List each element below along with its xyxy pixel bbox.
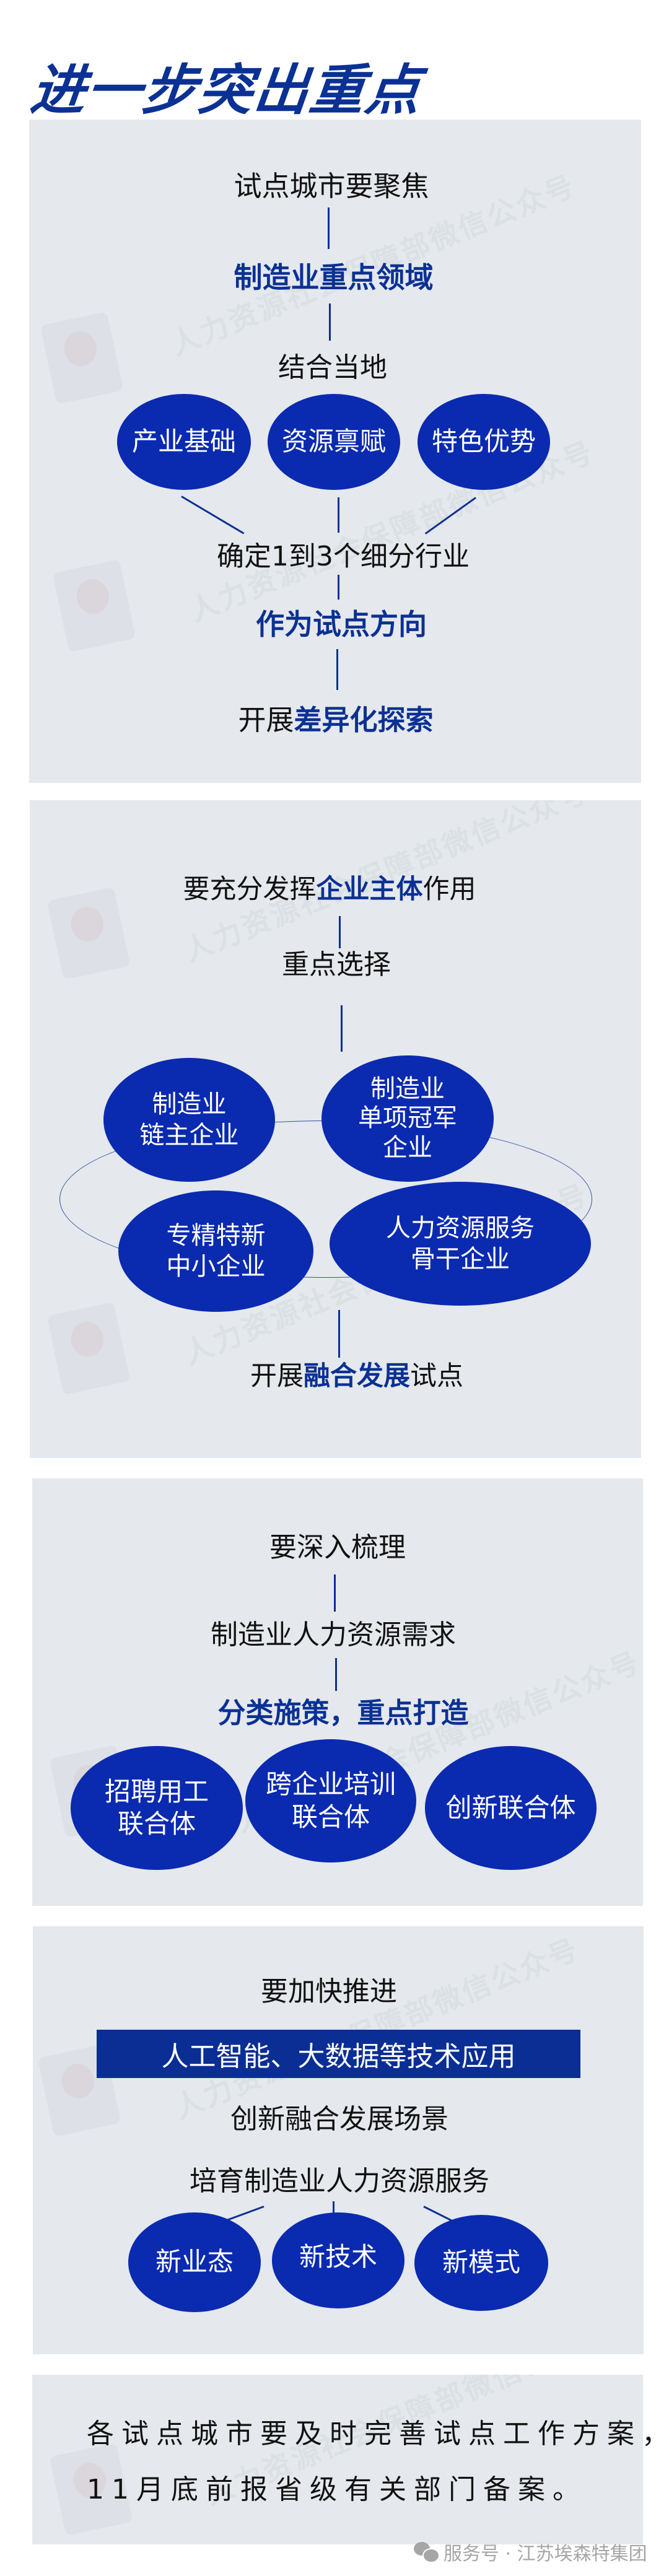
ellipse-label-line1: 专精特新 xyxy=(166,1221,266,1250)
watermark-emblem-icon xyxy=(46,886,131,980)
section-closing-note: 人力资源社会保障部微信公众号 xyxy=(32,2375,643,2544)
step-differentiated-exploration: 开展差异化探索 xyxy=(229,706,442,734)
circle-label-line2: 联合体 xyxy=(291,1801,370,1832)
footer-source: 服务号 · 江苏埃森特集团 xyxy=(414,2538,647,2565)
ellipse-chain-leader: 制造业 链主企业 xyxy=(103,1058,275,1182)
connector-line xyxy=(338,575,339,600)
circle-distinctive-advantages: 特色优势 xyxy=(418,394,550,490)
step-determine-subsectors: 确定1到3个细分行业 xyxy=(217,541,470,572)
text-prefix: 开展 xyxy=(250,1361,304,1392)
circle-label-line1: 创新联合体 xyxy=(445,1792,576,1823)
connector-line xyxy=(338,1310,340,1358)
circle-label: 特色优势 xyxy=(431,426,536,457)
ellipse-label-line1: 人力资源服务 xyxy=(386,1214,535,1242)
step-hr-demand: 制造业人力资源需求 xyxy=(211,1619,456,1651)
text-suffix: 试点 xyxy=(410,1361,463,1392)
closing-line-2: 11月底前报省级有关部门备案。 xyxy=(87,2474,587,2505)
step-enterprise-role: 要充分发挥企业主体作用 xyxy=(162,876,497,903)
circle-industrial-base: 产业基础 xyxy=(117,394,251,490)
step-integrated-pilot: 开展融合发展试点 xyxy=(235,1363,478,1390)
step-key-selection: 重点选择 xyxy=(282,949,391,980)
page-title: 进一步突出重点 xyxy=(27,58,425,122)
circle-label: 产业基础 xyxy=(131,426,236,457)
ellipse-label-line2: 链主企业 xyxy=(139,1121,239,1150)
ellipse-specialized-sme: 专精特新 中小企业 xyxy=(118,1190,313,1312)
text-bold: 差异化探索 xyxy=(294,704,434,736)
step-deep-sort: 要深入梳理 xyxy=(269,1532,406,1563)
ellipse-label-line2: 单项冠军 xyxy=(358,1104,457,1133)
step-accelerate: 要加快推进 xyxy=(261,1976,397,2007)
ellipse-label-line2: 中小企业 xyxy=(166,1252,266,1281)
closing-line-1: 各试点城市要及时完善试点工作方案， xyxy=(87,2418,669,2450)
step-cultivate-hr-services: 培育制造业人力资源服务 xyxy=(190,2165,489,2197)
ellipse-label-line1: 制造业 xyxy=(370,1075,445,1104)
connector-line xyxy=(333,2201,334,2214)
step-classified-policy: 分类施策，重点打造 xyxy=(217,1696,469,1729)
ellipse-single-champion: 制造业 单项冠军 企业 xyxy=(321,1055,494,1182)
watermark-text: 人力资源社会保障部微信公众号 xyxy=(170,1931,585,2125)
connector-line xyxy=(328,207,330,249)
circle-innovation-alliance: 创新联合体 xyxy=(425,1746,597,1870)
text-prefix: 要充分发挥 xyxy=(183,874,317,905)
circle-label: 新模式 xyxy=(442,2247,520,2278)
circle-new-technology: 新技术 xyxy=(272,2212,404,2308)
watermark-emblem-icon xyxy=(52,559,136,653)
text-suffix: 作用 xyxy=(422,874,476,905)
step-pilot-direction: 作为试点方向 xyxy=(256,608,427,641)
ellipse-label-line2: 骨干企业 xyxy=(411,1245,510,1273)
circle-label: 新技术 xyxy=(299,2242,377,2273)
connector-line xyxy=(338,497,339,533)
text-bold: 企业主体 xyxy=(316,874,423,905)
highlight-bar-tech-application: 人工智能、大数据等技术应用 xyxy=(97,2030,580,2078)
circle-label: 新业态 xyxy=(155,2246,234,2277)
connector-line xyxy=(335,1658,337,1691)
watermark-emblem-icon xyxy=(40,311,124,405)
circle-training-alliance: 跨企业培训 联合体 xyxy=(245,1739,416,1862)
circle-label-line2: 联合体 xyxy=(117,1809,196,1839)
footer-text: 服务号 · 江苏埃森特集团 xyxy=(444,2543,647,2565)
connector-line xyxy=(339,916,341,948)
connector-line xyxy=(329,303,331,341)
step-focus-label: 试点城市要聚焦 xyxy=(234,170,429,203)
watermark-emblem-icon xyxy=(46,1301,131,1395)
text-prefix: 开展 xyxy=(238,704,294,736)
circle-resource-endowment: 资源禀赋 xyxy=(268,394,400,490)
connector-line xyxy=(341,1005,343,1052)
circle-new-model: 新模式 xyxy=(414,2215,548,2311)
ellipse-label-line1: 制造业 xyxy=(152,1090,227,1119)
step-innovation-scenarios: 创新融合发展场景 xyxy=(230,2103,448,2135)
circle-new-business-format: 新业态 xyxy=(128,2212,261,2312)
circle-label-line1: 跨企业培训 xyxy=(265,1769,396,1799)
wechat-icon xyxy=(414,2542,440,2563)
ellipse-hr-service-backbone: 人力资源服务 骨干企业 xyxy=(330,1182,591,1306)
circle-recruitment-alliance: 招聘用工 联合体 xyxy=(71,1746,243,1870)
circle-label: 资源禀赋 xyxy=(281,426,386,457)
step-manufacturing-focus: 制造业重点领域 xyxy=(234,261,434,294)
text-bold: 融合发展 xyxy=(304,1361,410,1392)
ellipse-label-line3: 企业 xyxy=(383,1133,432,1162)
step-combine-local: 结合当地 xyxy=(278,352,387,383)
connector-line xyxy=(334,1574,336,1612)
connector-line xyxy=(336,649,338,690)
circle-label-line1: 招聘用工 xyxy=(104,1776,209,1807)
